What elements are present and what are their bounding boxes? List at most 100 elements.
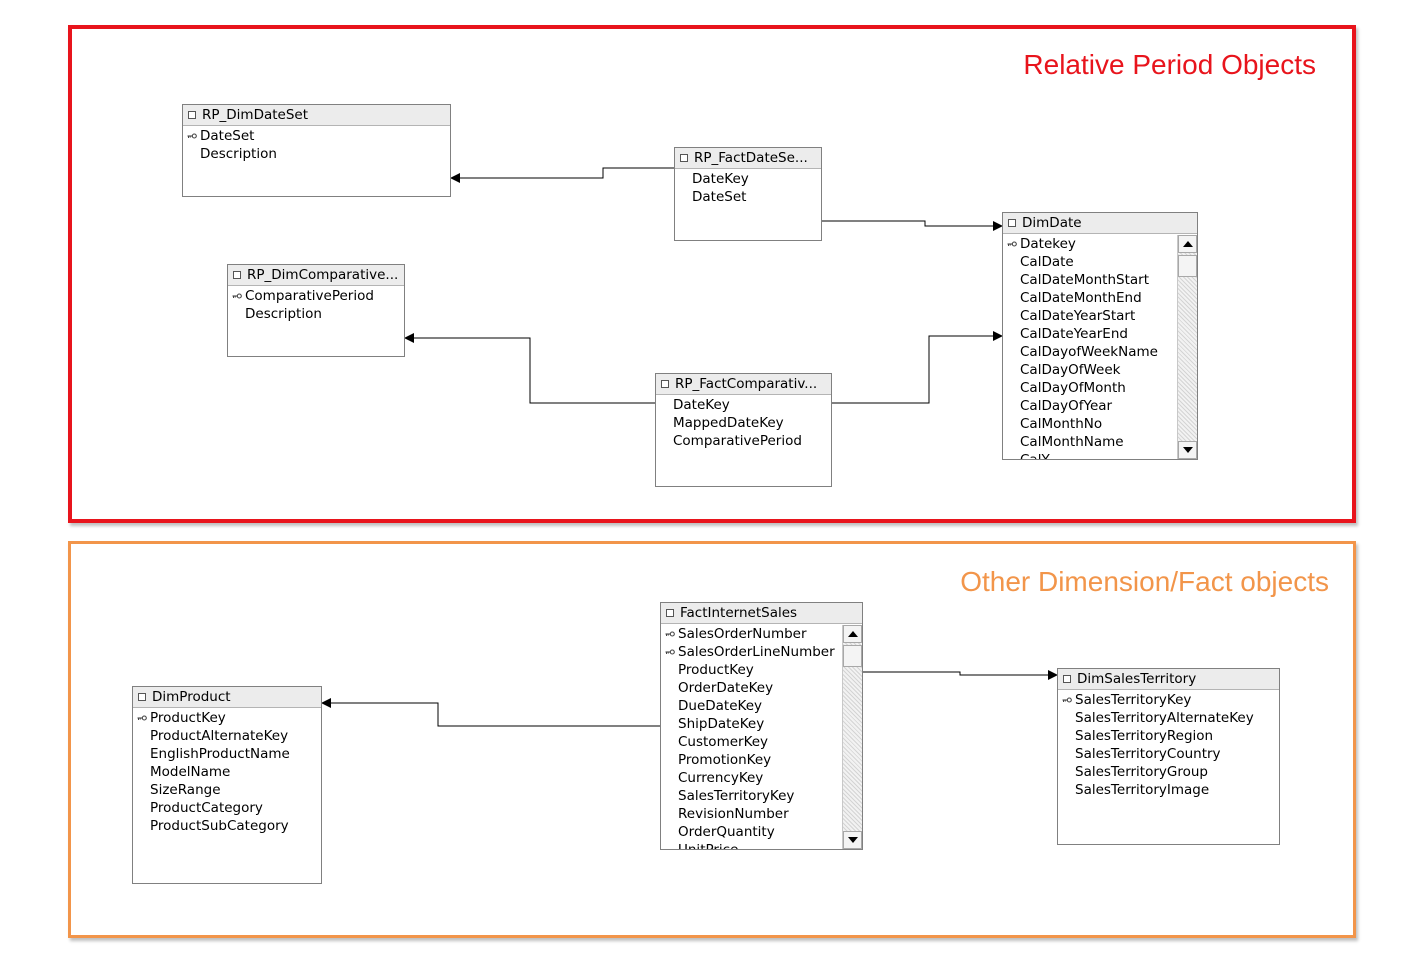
table-header[interactable]: RP_DimComparative...	[228, 265, 404, 286]
table-column[interactable]: MappedDateKey	[656, 414, 831, 432]
arrow-down-icon	[1182, 447, 1193, 453]
table-column[interactable]: DateSet	[675, 188, 821, 206]
table-column[interactable]: ComparativePeriod	[228, 287, 404, 305]
table-column[interactable]: Description	[183, 145, 450, 163]
table-column[interactable]: SizeRange	[133, 781, 321, 799]
scrollbar-thumb[interactable]	[1178, 255, 1197, 277]
table-column[interactable]: ModelName	[133, 763, 321, 781]
table-column[interactable]: SalesOrderNumber	[661, 625, 862, 643]
relationship-factcomparative-dimdate[interactable]	[832, 331, 1003, 404]
table-column[interactable]: SalesTerritoryRegion	[1058, 727, 1279, 745]
vertical-scrollbar[interactable]	[1177, 235, 1197, 459]
collapse-box-icon[interactable]	[188, 111, 196, 119]
table-column[interactable]: CurrencyKey	[661, 769, 862, 787]
scroll-up-button[interactable]	[1178, 235, 1197, 253]
column-name: ComparativePeriod	[673, 433, 802, 449]
table-column[interactable]: UnitPrice	[661, 841, 862, 849]
table-column[interactable]: DateKey	[656, 396, 831, 414]
table-column[interactable]: PromotionKey	[661, 751, 862, 769]
table-column[interactable]: ProductKey	[133, 709, 321, 727]
table-column[interactable]: CalDayOfMonth	[1003, 379, 1197, 397]
table-header[interactable]: DimDate	[1003, 213, 1197, 234]
scroll-down-button[interactable]	[843, 831, 862, 849]
column-name: ComparativePeriod	[245, 288, 374, 304]
table-column[interactable]: OrderDateKey	[661, 679, 862, 697]
table-column[interactable]: OrderQuantity	[661, 823, 862, 841]
table-column[interactable]: CalDateMonthEnd	[1003, 289, 1197, 307]
collapse-box-icon[interactable]	[1008, 219, 1016, 227]
table-column[interactable]: SalesTerritoryCountry	[1058, 745, 1279, 763]
table-column[interactable]: CalDayofWeekName	[1003, 343, 1197, 361]
relationship-factdateset-dimdateset[interactable]	[450, 167, 675, 183]
relationship-factinternetsales-dimproduct[interactable]	[321, 698, 661, 727]
table-header[interactable]: DimProduct	[133, 687, 321, 708]
column-name: PromotionKey	[678, 752, 772, 768]
table-column[interactable]: SalesTerritoryAlternateKey	[1058, 709, 1279, 727]
table-column[interactable]: Datekey	[1003, 235, 1197, 253]
column-name: OrderQuantity	[678, 824, 775, 840]
scroll-down-button[interactable]	[1178, 441, 1197, 459]
table-column[interactable]: DueDateKey	[661, 697, 862, 715]
table-column[interactable]: Description	[228, 305, 404, 323]
column-name: SalesTerritoryRegion	[1075, 728, 1214, 744]
table-column[interactable]: CalDate	[1003, 253, 1197, 271]
column-name: DateKey	[692, 171, 749, 187]
relationship-factdateset-dimdate[interactable]	[822, 220, 1003, 231]
table-column[interactable]: CustomerKey	[661, 733, 862, 751]
table-column[interactable]: SalesTerritoryKey	[1058, 691, 1279, 709]
collapse-box-icon[interactable]	[661, 380, 669, 388]
vertical-scrollbar[interactable]	[842, 625, 862, 849]
collapse-box-icon[interactable]	[1063, 675, 1071, 683]
table-column[interactable]: CalDayOfYear	[1003, 397, 1197, 415]
table-column[interactable]: ProductCategory	[133, 799, 321, 817]
column-name: DateKey	[673, 397, 730, 413]
column-name: SalesTerritoryCountry	[1075, 746, 1221, 762]
table-column[interactable]: ProductKey	[661, 661, 862, 679]
table-column[interactable]: CalDateMonthStart	[1003, 271, 1197, 289]
table-column[interactable]: CalDateYearStart	[1003, 307, 1197, 325]
collapse-box-icon[interactable]	[138, 693, 146, 701]
collapse-box-icon[interactable]	[666, 609, 674, 617]
column-name: SalesOrderLineNumber	[678, 644, 835, 660]
primary-key-icon	[232, 287, 242, 305]
table-column[interactable]: ProductAlternateKey	[133, 727, 321, 745]
table-column[interactable]: CalMonthNo	[1003, 415, 1197, 433]
table-header[interactable]: RP_DimDateSet	[183, 105, 450, 126]
column-name: ShipDateKey	[678, 716, 765, 732]
table-column[interactable]: CalMonthName	[1003, 433, 1197, 451]
scrollbar-thumb[interactable]	[843, 645, 862, 667]
table-column[interactable]: CalDayOfWeek	[1003, 361, 1197, 379]
table-column[interactable]: SalesOrderLineNumber	[661, 643, 862, 661]
table-column[interactable]: DateSet	[183, 127, 450, 145]
table-column[interactable]: SalesTerritoryImage	[1058, 781, 1279, 799]
table-header[interactable]: RP_FactDateSe...	[675, 148, 821, 169]
collapse-box-icon[interactable]	[233, 271, 241, 279]
table-column[interactable]: ShipDateKey	[661, 715, 862, 733]
column-name: CalDayOfMonth	[1020, 380, 1126, 396]
table-column[interactable]: CalY...	[1003, 451, 1197, 459]
table-column[interactable]: ComparativePeriod	[656, 432, 831, 450]
table-name: DimSalesTerritory	[1077, 671, 1197, 687]
collapse-box-icon[interactable]	[680, 154, 688, 162]
table-column[interactable]: ProductSubCategory	[133, 817, 321, 835]
table-column[interactable]: EnglishProductName	[133, 745, 321, 763]
table-header[interactable]: FactInternetSales	[661, 603, 862, 624]
relationship-factinternetsales-dimsalesterritory[interactable]	[863, 670, 1058, 680]
table-header[interactable]: DimSalesTerritory	[1058, 669, 1279, 690]
table-column[interactable]: SalesTerritoryGroup	[1058, 763, 1279, 781]
table-column[interactable]: CalDateYearEnd	[1003, 325, 1197, 343]
table-header[interactable]: RP_FactComparativ...	[656, 374, 831, 395]
scroll-up-button[interactable]	[843, 625, 862, 643]
table-column[interactable]: DateKey	[675, 170, 821, 188]
table-column[interactable]: SalesTerritoryKey	[661, 787, 862, 805]
table-column[interactable]: RevisionNumber	[661, 805, 862, 823]
relationship-factcomparative-dimcomparative[interactable]	[404, 333, 656, 404]
